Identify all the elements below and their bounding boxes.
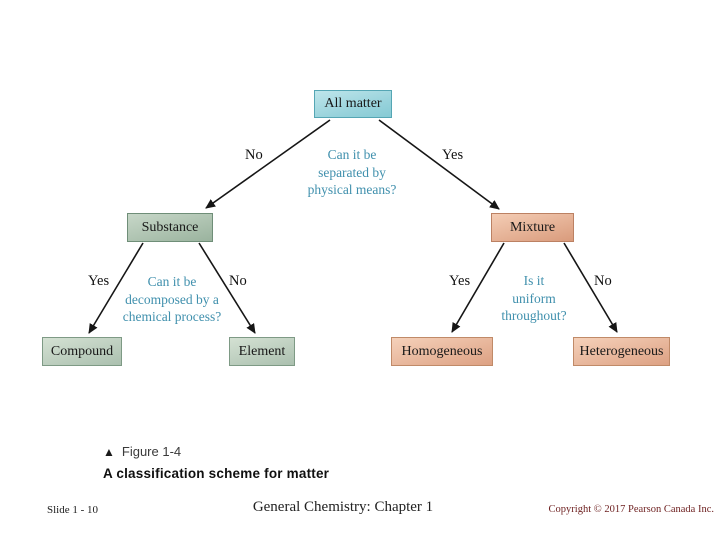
question-line: physical means?	[307, 182, 397, 197]
node-heterogeneous-label: Heterogeneous	[579, 343, 664, 359]
node-substance-label: Substance	[141, 219, 199, 235]
arrow-matter-to-mixture	[378, 119, 500, 210]
node-element: Element	[229, 337, 295, 366]
question-line: decomposed by a	[125, 291, 219, 307]
branch-label-mixture-no: No	[594, 273, 612, 289]
node-mixture: Mixture	[491, 213, 574, 242]
node-heterogeneous: Heterogeneous	[573, 337, 670, 366]
question-line: chemical process?	[122, 309, 222, 324]
branch-label-substance-yes: Yes	[88, 273, 110, 289]
figure-caption: ▲ Figure 1-4 A classification scheme for…	[103, 444, 329, 481]
node-compound: Compound	[42, 337, 122, 366]
node-all-matter-label: All matter	[324, 96, 382, 111]
node-mixture-label: Mixture	[509, 219, 556, 235]
branch-label-matter-yes: Yes	[442, 147, 464, 163]
copyright-notice: Copyright © 2017 Pearson Canada Inc.	[548, 504, 714, 515]
branch-label-matter-no: No	[245, 147, 263, 163]
branch-label-mixture-yes: Yes	[449, 273, 471, 289]
node-compound-label: Compound	[50, 343, 114, 359]
node-homogeneous: Homogeneous	[391, 337, 493, 366]
question-line: Is it	[523, 273, 545, 288]
branch-label-substance-no: No	[229, 273, 247, 289]
figure-title: A classification scheme for matter	[103, 466, 330, 481]
figure-caption-header: ▲ Figure 1-4	[103, 444, 329, 459]
node-homogeneous-label: Homogeneous	[401, 343, 483, 359]
figure-marker-icon: ▲	[103, 444, 115, 459]
question-line: uniform	[512, 290, 556, 306]
question-chemical-decomposition: Can it be decomposed by a chemical proce…	[123, 273, 222, 326]
question-uniform-throughout: Is it uniform throughout?	[501, 272, 566, 325]
question-line: throughout?	[501, 308, 567, 323]
node-element-label: Element	[238, 343, 286, 359]
slide-number: Slide 1 - 10	[47, 504, 99, 516]
course-title: General Chemistry: Chapter 1	[252, 499, 434, 515]
question-line: separated by	[318, 164, 386, 180]
figure-label: Figure 1-4	[121, 444, 182, 459]
question-line: Can it be	[327, 147, 377, 162]
question-physical-separation: Can it be separated by physical means?	[308, 146, 397, 199]
node-all-matter: All matter	[314, 90, 392, 118]
node-substance: Substance	[127, 213, 213, 242]
question-line: Can it be	[147, 274, 197, 289]
